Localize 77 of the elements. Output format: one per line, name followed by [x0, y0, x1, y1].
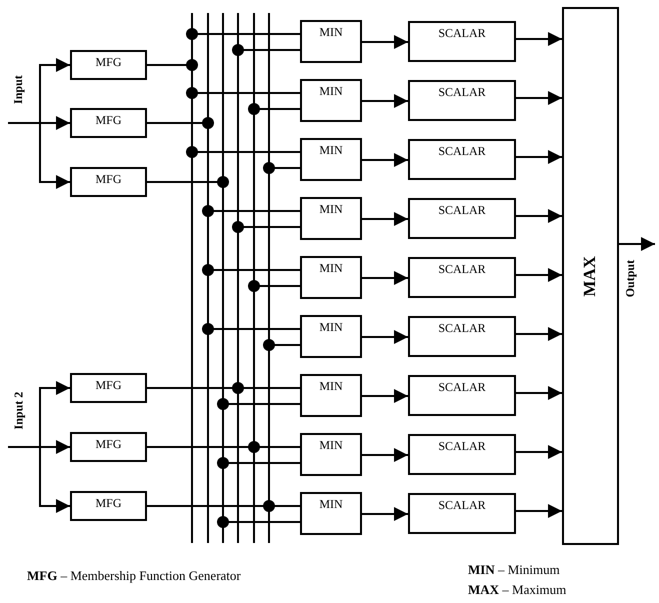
block-label: MFG — [95, 56, 122, 70]
arrow — [362, 448, 408, 462]
arrow — [362, 330, 408, 344]
generator-block — [70, 108, 147, 138]
block-label: SCALAR — [438, 440, 486, 454]
arrow — [362, 212, 408, 226]
block-label: MFG — [95, 438, 122, 452]
arrow — [516, 504, 562, 518]
scalar-block — [408, 375, 516, 416]
block-label: MFG — [95, 114, 122, 128]
scalar-block — [408, 434, 516, 475]
scalar-block — [408, 21, 516, 62]
arrow — [619, 237, 655, 251]
arrow — [362, 35, 408, 49]
arrow — [516, 268, 562, 282]
arrow — [8, 122, 70, 189]
legend-note: MIN – Minimum — [468, 563, 560, 578]
arrow — [362, 153, 408, 167]
legend-note: MFG – Membership Function Generator — [27, 569, 241, 584]
block-label: MIN — [319, 262, 343, 276]
scalar-block — [408, 257, 516, 298]
minimum-block — [300, 492, 362, 535]
maximum-block — [562, 7, 619, 545]
block-label: SCALAR — [438, 499, 486, 512]
block-label: SCALAR — [438, 86, 486, 100]
generator-block — [70, 50, 147, 80]
block-label: SCALAR — [438, 263, 486, 276]
arrow — [516, 150, 562, 164]
minimum-block — [300, 79, 362, 122]
block-label: SCALAR — [438, 204, 486, 218]
arrow — [516, 327, 562, 341]
scalar-block — [408, 198, 516, 239]
block-label: SCALAR — [438, 322, 486, 336]
input-label: Input 2 — [12, 392, 26, 430]
block-label: MIN — [319, 439, 343, 452]
generator-block — [70, 167, 147, 197]
block-label: MIN — [319, 321, 343, 334]
block-label: SCALAR — [438, 145, 486, 158]
scalar-block — [408, 80, 516, 121]
minimum-block — [300, 315, 362, 358]
generator-block — [70, 491, 147, 521]
arrow — [516, 32, 562, 46]
block-label: MIN — [319, 498, 343, 512]
arrow — [516, 91, 562, 105]
block-label: MFG — [95, 379, 122, 392]
arrow — [362, 271, 408, 285]
arrow — [516, 386, 562, 400]
block-label: MIN — [319, 85, 343, 98]
arrow — [362, 507, 408, 521]
arrow — [362, 94, 408, 108]
input-label: Input — [12, 75, 25, 104]
block-label: SCALAR — [438, 27, 486, 40]
arrow — [516, 209, 562, 223]
scalar-block — [408, 316, 516, 357]
scalar-block — [408, 493, 516, 534]
block-label: MIN — [319, 26, 343, 40]
block-label: SCALAR — [438, 381, 486, 394]
block-label: MIN — [319, 144, 343, 158]
generator-block — [70, 373, 147, 403]
block-label: MAX — [581, 256, 600, 296]
block-label: MIN — [319, 380, 343, 394]
arrow — [516, 445, 562, 459]
scalar-block — [408, 139, 516, 180]
legend-note: MAX – Maximum — [468, 583, 566, 598]
minimum-block — [300, 20, 362, 63]
output-label: Output — [624, 260, 638, 298]
arrow — [8, 446, 70, 513]
generator-block — [70, 432, 147, 462]
minimum-block — [300, 138, 362, 181]
minimum-block — [300, 433, 362, 476]
minimum-block — [300, 197, 362, 240]
block-label: MFG — [95, 497, 122, 510]
arrow — [362, 389, 408, 403]
block-label: MFG — [95, 173, 122, 186]
minimum-block — [300, 374, 362, 417]
minimum-block — [300, 256, 362, 299]
block-label: MIN — [319, 203, 343, 216]
